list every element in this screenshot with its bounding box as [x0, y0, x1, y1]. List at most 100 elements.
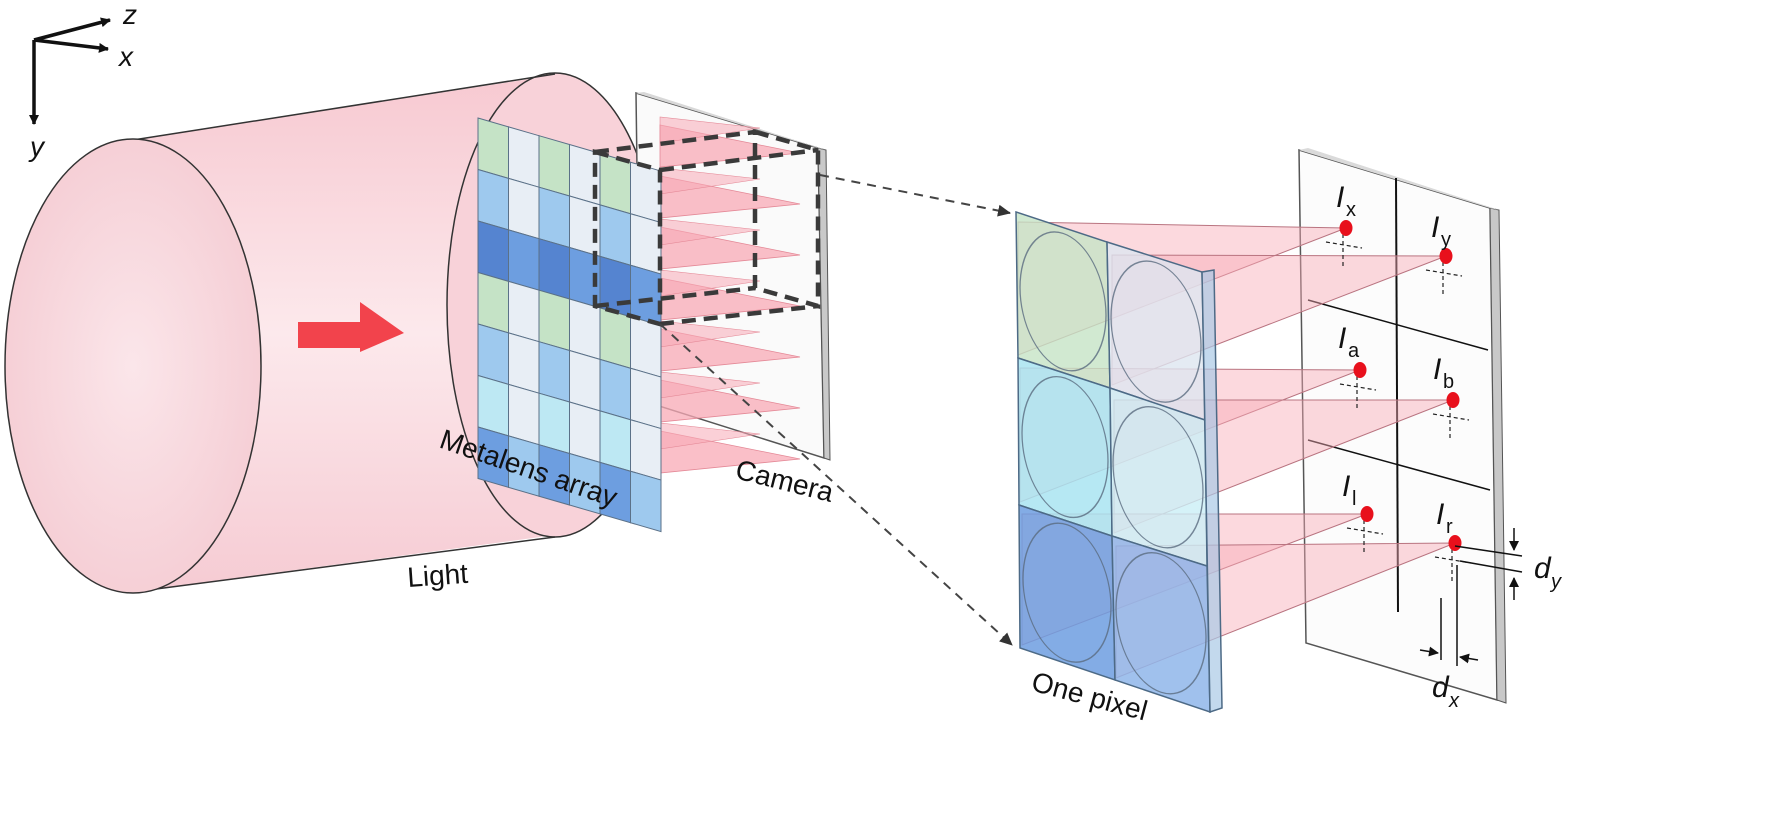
dy-line-top [1454, 545, 1523, 557]
selection-edge-top [594, 129, 756, 155]
spot-label-il: I l [1342, 470, 1356, 510]
metalens-cell [477, 117, 509, 180]
metalens-cell [569, 349, 601, 412]
metalens-cell [630, 470, 662, 533]
spot-il-main: I [1342, 470, 1350, 503]
axis-z-label: z [122, 0, 137, 30]
spot-ia-sub: a [1348, 340, 1360, 362]
metalens-cell [538, 186, 570, 249]
metalens-cell [599, 410, 631, 472]
dy-main: d [1534, 552, 1552, 585]
focal-spot [1446, 392, 1460, 408]
spot-ia-main: I [1338, 322, 1346, 355]
dx-sub: x [1448, 690, 1460, 712]
camera-divider-vertical [1395, 177, 1399, 613]
camera-label: Camera [733, 454, 838, 508]
metalens-cell [599, 204, 631, 266]
focal-spot [1360, 506, 1374, 522]
spot-ib-sub: b [1443, 371, 1454, 393]
metalens-cell [630, 213, 662, 275]
metalens-cell [477, 271, 509, 334]
displacement-dx [1419, 565, 1479, 666]
pixel-lens-circles [1019, 231, 1207, 695]
metalens-array-grid [477, 117, 662, 533]
block-bottom-right [1111, 534, 1211, 714]
spot-il-sub: l [1352, 488, 1356, 510]
lens-circle-tr [1110, 260, 1202, 403]
lens-circle-br [1115, 552, 1207, 695]
crosshair-horizontal [1425, 269, 1463, 277]
spot-ir-main: I [1436, 498, 1444, 531]
selection-edge-low [594, 285, 756, 309]
block-side [1201, 269, 1223, 714]
lens-circle-mr [1112, 406, 1204, 549]
metalens-cell [538, 135, 570, 197]
spot-iy-sub: y [1441, 229, 1451, 251]
metalens-cell [508, 177, 540, 240]
spot-iy-main: I [1431, 211, 1439, 244]
spot-ix-sub: x [1346, 199, 1356, 221]
metalens-cell [599, 358, 631, 421]
metalens-cell [508, 280, 540, 343]
camera-divider-lower [1307, 439, 1491, 491]
metalens-cell [630, 419, 662, 481]
displacement-dy [1454, 528, 1523, 600]
metalens-cell [569, 401, 601, 464]
crosshair-horizontal [1325, 241, 1363, 249]
beam-direction-arrow [298, 302, 404, 352]
camera-left-top [636, 92, 826, 150]
focal-spot [1353, 362, 1367, 378]
selection-edge-bottom [659, 303, 819, 327]
metalens-cell [538, 341, 570, 403]
metalens-cell [508, 229, 540, 291]
lens-circle-tl [1019, 231, 1107, 372]
focal-spot [1339, 220, 1353, 236]
metalens-cell [599, 255, 631, 318]
spot-label-ia: I a [1338, 322, 1360, 362]
metalens-cell [477, 220, 509, 283]
metalens-cell [477, 374, 509, 437]
axis-x-line [33, 38, 109, 53]
spot-ix-main: I [1336, 181, 1344, 214]
focal-spot [1439, 248, 1453, 264]
metalens-cell [508, 126, 540, 188]
spot-ib-main: I [1433, 353, 1441, 386]
metalens-cell [630, 161, 662, 224]
camera-right-top [1299, 148, 1499, 210]
metalens-cell [630, 367, 662, 430]
metalens-cell [538, 392, 570, 455]
beam-top-edge [132, 73, 556, 141]
metalens-cell [477, 323, 509, 386]
camera-right [1298, 148, 1507, 704]
spot-label-ix: I x [1336, 181, 1356, 221]
metalens-cell [569, 195, 601, 258]
metalens-cell [538, 238, 570, 300]
beam-bottom-edge [132, 536, 556, 593]
spot-label-ir: I r [1436, 498, 1453, 538]
camera-divider-upper [1307, 299, 1489, 351]
axes: z x y [28, 0, 137, 162]
axis-z-line [33, 17, 111, 42]
dx-arrow-right [1419, 646, 1439, 657]
dx-main: d [1432, 671, 1450, 704]
metalens-cell [538, 289, 570, 352]
spot-ir-sub: r [1446, 516, 1453, 538]
dx-arrow-left [1459, 653, 1479, 664]
selection-edge-mid [659, 147, 819, 173]
axis-x-label: x [117, 41, 134, 72]
light-label: Light [406, 558, 469, 593]
dy-sub: y [1549, 571, 1562, 593]
axis-y-label: y [28, 131, 46, 162]
spot-label-iy: I y [1431, 211, 1451, 251]
spot-label-ib: I b [1433, 353, 1454, 393]
focusing-cones-left [659, 116, 801, 474]
dy-line-bottom [1459, 560, 1523, 573]
pixel-lens-blocks [1015, 210, 1223, 714]
pixel-selection-box [592, 129, 821, 327]
metalens-cell [508, 383, 540, 446]
zoom-line-top [819, 174, 1011, 217]
crosshair-horizontal [1432, 413, 1470, 421]
lens-circle-ml [1021, 375, 1109, 519]
